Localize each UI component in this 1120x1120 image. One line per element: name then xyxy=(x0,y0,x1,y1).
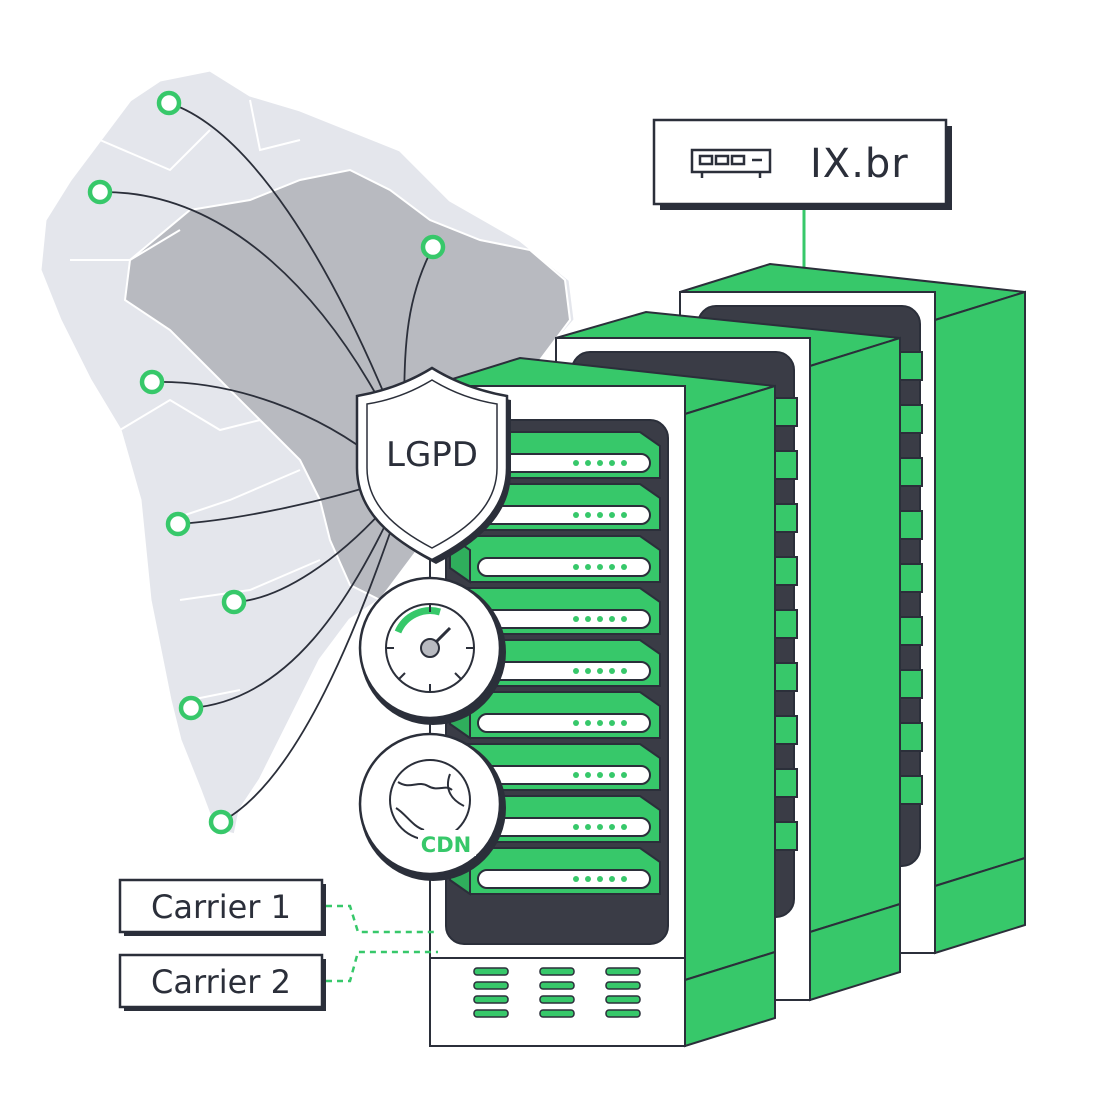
location-node xyxy=(165,511,191,537)
location-node xyxy=(87,179,113,205)
connection-line xyxy=(220,509,399,823)
shield-icon: LGPD xyxy=(355,366,511,564)
cdn-label: CDN xyxy=(421,833,471,857)
location-node xyxy=(139,369,165,395)
speedometer-icon xyxy=(385,603,475,693)
carrier-links xyxy=(326,904,438,983)
connection-line xyxy=(168,102,396,421)
carrier-2-label: Carrier 2 xyxy=(151,963,291,1001)
location-node xyxy=(156,90,182,116)
carrier-1-label: Carrier 1 xyxy=(151,888,291,926)
rack-vents xyxy=(473,967,641,1018)
carrier-2-box: Carrier 2 xyxy=(118,953,326,1011)
network-switch-icon xyxy=(690,148,772,178)
connection-line xyxy=(190,504,396,709)
location-node xyxy=(420,234,446,260)
ix-box: IX.br xyxy=(652,118,952,268)
connection-line xyxy=(99,191,396,431)
carrier-1-link xyxy=(326,904,438,934)
carrier-2-link xyxy=(326,950,438,983)
ix-label: IX.br xyxy=(810,141,909,187)
connection-line xyxy=(233,499,393,603)
location-node xyxy=(221,589,247,615)
cdn-badge: CDN xyxy=(358,732,506,881)
map-nodes xyxy=(87,90,446,835)
location-node xyxy=(178,695,204,721)
carrier-1-box: Carrier 1 xyxy=(118,878,326,936)
location-node xyxy=(208,809,234,835)
speed-badge xyxy=(358,576,506,725)
shield-label: LGPD xyxy=(386,435,478,475)
map-borders xyxy=(70,99,321,701)
